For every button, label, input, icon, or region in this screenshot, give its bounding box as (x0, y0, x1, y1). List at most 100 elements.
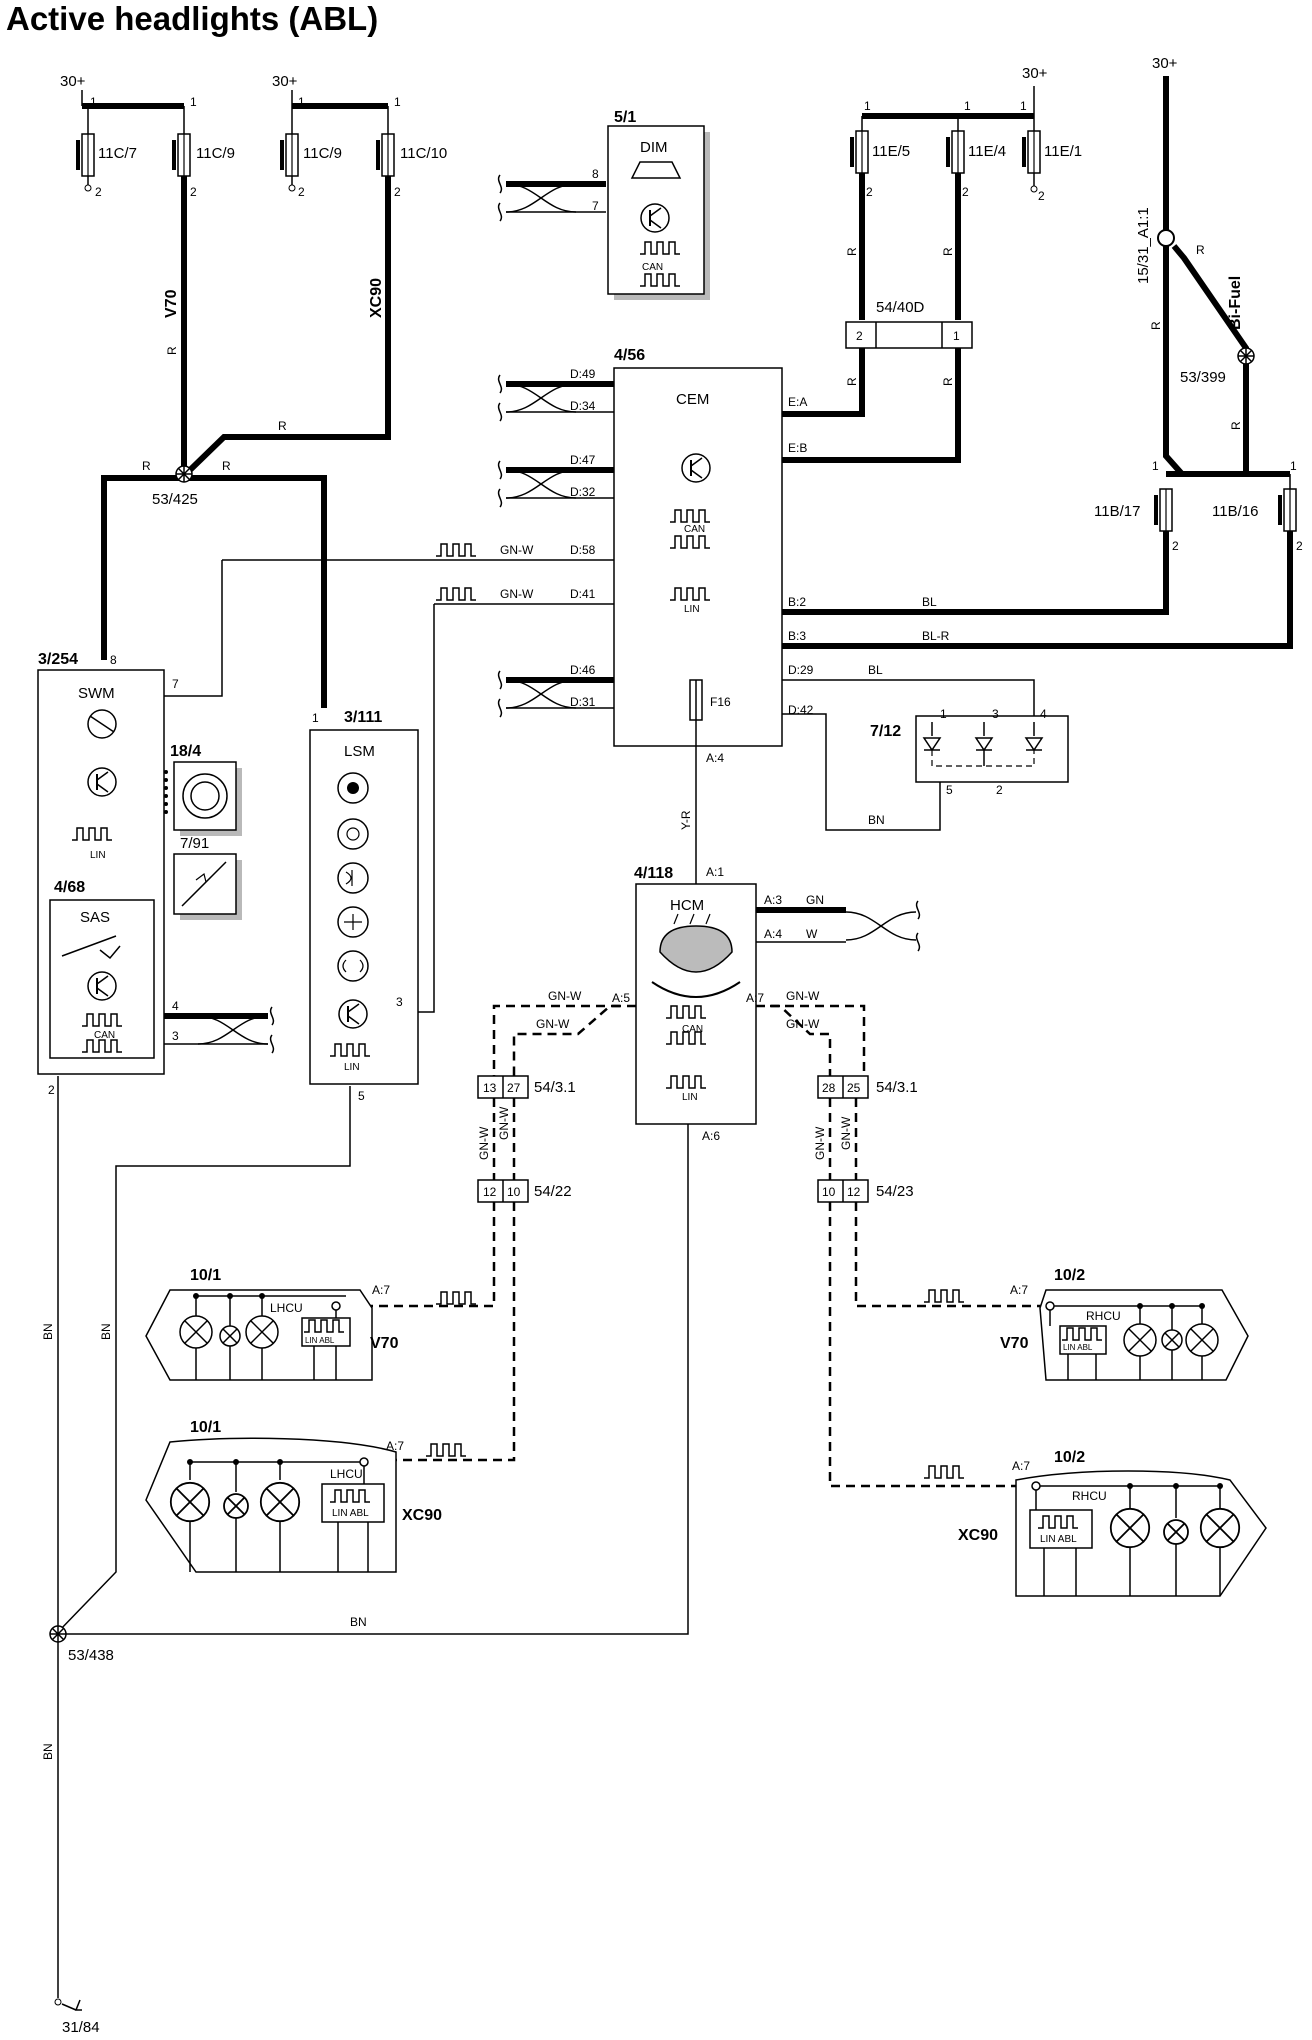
svg-text:R: R (142, 459, 151, 473)
svg-text:4/56: 4/56 (614, 347, 645, 364)
svg-text:A:7: A:7 (1010, 1283, 1028, 1297)
headlamp-rh-v70: 10/2 RHCU LIN ABL V70 (1000, 1267, 1249, 1381)
svg-text:15/31_A1:1: 15/31_A1:1 (1135, 207, 1152, 284)
svg-text:3: 3 (396, 995, 403, 1009)
svg-text:GN-W: GN-W (500, 587, 534, 601)
svg-text:A:1: A:1 (706, 865, 724, 879)
svg-text:XC90: XC90 (368, 278, 385, 318)
sensor-7-91: 7/91 (173, 835, 242, 920)
fuse-group-11e: 30+ 1 1 1 11E/5 2 11E/4 2 11E/1 2 R R 54… (782, 65, 1082, 463)
svg-text:5: 5 (946, 783, 953, 797)
page-title: Active headlights (ABL) (6, 0, 379, 37)
svg-text:CAN: CAN (684, 524, 705, 535)
svg-text:BL-R: BL-R (922, 629, 950, 643)
svg-text:D:58: D:58 (570, 543, 596, 557)
svg-text:B:3: B:3 (788, 629, 806, 643)
swm-module: 3/254 8 SWM LIN 7 4/68 SAS CAN 4 3 2 (37, 560, 275, 1097)
svg-text:7: 7 (592, 199, 599, 213)
svg-text:Bi-Fuel: Bi-Fuel (1227, 276, 1244, 330)
svg-text:12: 12 (483, 1185, 497, 1199)
svg-text:A:7: A:7 (746, 991, 764, 1005)
svg-text:Y-R: Y-R (679, 810, 693, 830)
fuse-11c9-label: 11C/9 (196, 145, 235, 162)
svg-text:4/68: 4/68 (54, 879, 85, 896)
svg-text:BN: BN (99, 1323, 113, 1340)
lin-wiring-right: GN-W GN-W 28 25 54/3.1 GN-W GN-W 10 12 5… (756, 989, 1046, 1488)
svg-text:54/3.1: 54/3.1 (534, 1079, 576, 1096)
svg-text:A:7: A:7 (372, 1283, 390, 1297)
svg-text:8: 8 (110, 653, 117, 667)
svg-text:GN-W: GN-W (786, 1017, 820, 1031)
svg-text:GN-W: GN-W (500, 543, 534, 557)
svg-text:GN: GN (806, 893, 824, 907)
svg-text:LIN ABL: LIN ABL (1063, 1343, 1093, 1352)
fuse-11b17 (1153, 488, 1173, 532)
svg-text:2: 2 (298, 185, 305, 199)
svg-text:GN-W: GN-W (497, 1106, 511, 1140)
svg-text:3: 3 (992, 707, 999, 721)
svg-text:CEM: CEM (676, 391, 709, 408)
svg-text:LHCU: LHCU (270, 1301, 303, 1315)
headlamp-rh-xc90: 10/2 RHCU LIN ABL XC90 (958, 1449, 1267, 1597)
svg-text:7/12: 7/12 (870, 723, 901, 740)
svg-text:1: 1 (964, 99, 971, 113)
svg-text:GN-W: GN-W (477, 1126, 491, 1160)
svg-text:D:47: D:47 (570, 453, 596, 467)
svg-text:53/425: 53/425 (152, 491, 198, 508)
fuse-11c7 (75, 133, 95, 177)
svg-text:LIN: LIN (344, 1062, 360, 1073)
svg-text:11E/5: 11E/5 (872, 143, 910, 160)
svg-text:53/438: 53/438 (68, 1647, 114, 1664)
svg-text:R: R (941, 247, 955, 256)
svg-text:11C/10: 11C/10 (400, 145, 447, 162)
supply-30-label: 30+ (60, 73, 86, 90)
svg-text:LIN: LIN (684, 604, 700, 615)
svg-text:11C/9: 11C/9 (303, 145, 342, 162)
fuse-group-11b: 30+ 15/31_A1:1 R Bi-Fuel 53/399 R R 1 1 … (782, 55, 1303, 649)
svg-text:LSM: LSM (344, 743, 375, 760)
svg-text:4: 4 (1040, 707, 1047, 721)
svg-text:2: 2 (190, 185, 197, 199)
svg-text:V70: V70 (163, 289, 180, 318)
svg-text:BN: BN (41, 1743, 55, 1760)
svg-text:53/399: 53/399 (1180, 369, 1226, 386)
svg-text:1: 1 (864, 99, 871, 113)
svg-text:DIM: DIM (640, 139, 668, 156)
svg-text:30+: 30+ (272, 73, 298, 90)
fuse-11b16 (1277, 488, 1297, 532)
svg-text:A:7: A:7 (1012, 1459, 1030, 1473)
led-module-7-12: BL 7/12 1 3 4 5 2 BN (782, 663, 1069, 831)
svg-text:1: 1 (940, 707, 947, 721)
svg-text:10: 10 (822, 1185, 836, 1199)
svg-text:3/111: 3/111 (344, 709, 382, 726)
svg-text:30+: 30+ (1022, 65, 1048, 82)
fuse-11c9 (171, 133, 191, 177)
svg-text:2: 2 (394, 185, 401, 199)
svg-text:XC90: XC90 (958, 1527, 998, 1544)
svg-text:RHCU: RHCU (1072, 1489, 1107, 1503)
svg-text:11B/16: 11B/16 (1212, 503, 1258, 520)
svg-text:1: 1 (90, 95, 97, 109)
svg-text:E:A: E:A (788, 395, 807, 409)
svg-text:54/40D: 54/40D (876, 299, 925, 316)
svg-text:GN-W: GN-W (548, 989, 582, 1003)
svg-text:D:41: D:41 (570, 587, 596, 601)
svg-text:1: 1 (298, 95, 305, 109)
dim-module: 5/1 DIM CAN 8 7 (497, 109, 710, 300)
svg-text:D:32: D:32 (570, 485, 596, 499)
svg-text:11E/1: 11E/1 (1044, 143, 1082, 160)
svg-text:7: 7 (172, 677, 179, 691)
svg-text:RHCU: RHCU (1086, 1309, 1121, 1323)
svg-text:LHCU: LHCU (330, 1467, 363, 1481)
cem-module: 4/56 CEM CAN LIN F16 D:49 D:34 D:47 D:32… (222, 347, 814, 765)
svg-text:8: 8 (592, 167, 599, 181)
svg-text:25: 25 (847, 1081, 861, 1095)
svg-text:HCM: HCM (670, 897, 704, 914)
svg-text:GN-W: GN-W (786, 989, 820, 1003)
svg-text:V70: V70 (370, 1335, 399, 1352)
svg-text:CAN: CAN (682, 1024, 703, 1035)
feed-wires-left: V70 XC90 R R R R 53/425 (101, 176, 391, 708)
svg-text:BN: BN (41, 1323, 55, 1340)
svg-text:54/22: 54/22 (534, 1183, 572, 1200)
svg-text:10/1: 10/1 (190, 1419, 221, 1436)
